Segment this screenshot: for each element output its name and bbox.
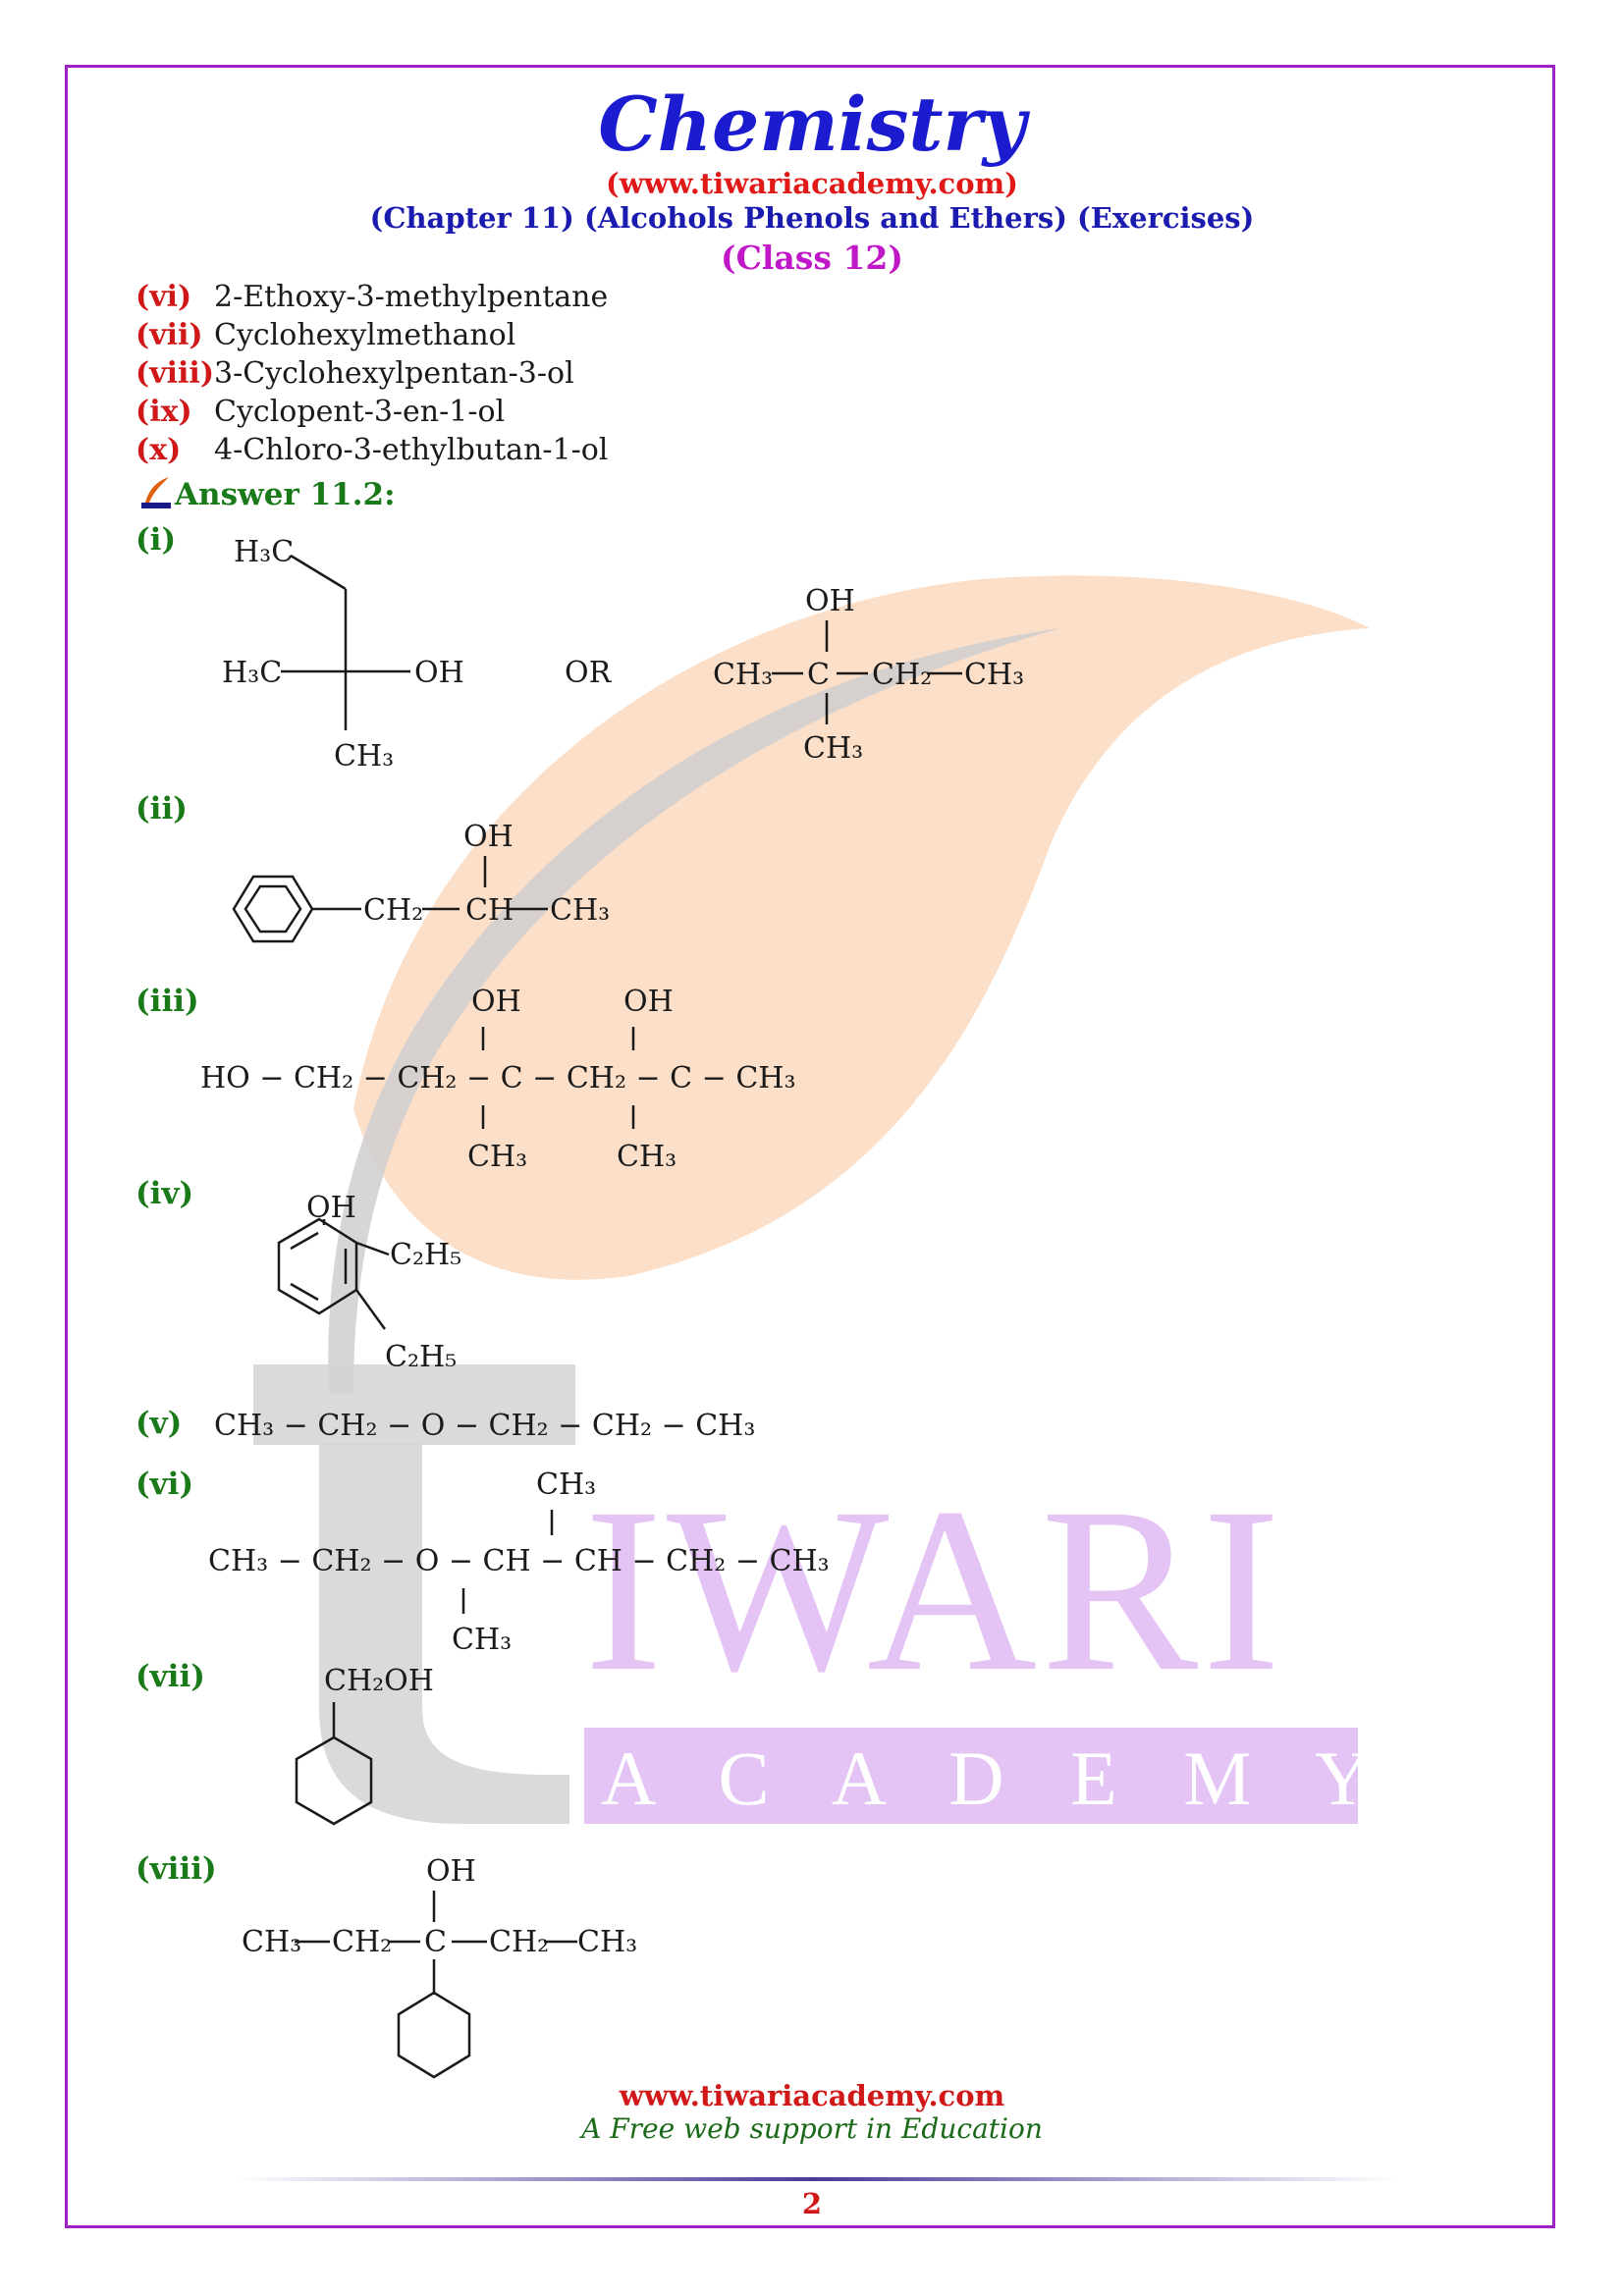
header-website[interactable]: (www.tiwariacademy.com) [606,167,1018,200]
part-label-iii: (iii) [135,984,199,1019]
structure-vi: CH₃ CH₃ − CH₂ − O − CH − CH − CH₂ − CH₃ … [208,1468,830,1657]
label-ch2: CH₂ [363,893,423,928]
footer-website[interactable]: www.tiwariacademy.com [619,2079,1005,2112]
label-ch3: CH₃ [713,658,773,692]
label-oh: OH [471,985,521,1019]
label-ch3: CH₃ [964,658,1024,692]
label-ch3: CH₃ [242,1925,301,1959]
quill-icon [141,477,171,508]
label-oh: OH [463,820,514,854]
item-number: (ix) [135,395,192,429]
item-number: (vi) [135,280,192,314]
part-label-ii: (ii) [135,791,188,827]
structure-iii: OH OH HO − CH₂ − CH₂ − C − CH₂ − C − CH₃… [200,985,796,1174]
footer-tagline: A Free web support in Education [581,2112,1043,2145]
page-title: Chemistry [598,80,1026,168]
label-h3c-left: H₃C [222,656,282,690]
part-label-vii: (vii) [135,1659,205,1694]
label-ch3: CH₃ [452,1623,512,1657]
part-label-v: (v) [135,1406,183,1441]
list-item: (vi) 2-Ethoxy-3-methylpentane [135,279,608,316]
or-label: OR [565,656,613,690]
item-text: Cyclopent-3-en-1-ol [214,395,506,429]
item-number: (viii) [135,356,215,391]
structure-ii: CH₂ OH CH CH₃ [232,820,610,943]
header-class: (Class 12) [721,239,903,277]
label-oh: OH [805,584,855,618]
structure-v: CH₃ − CH₂ − O − CH₂ − CH₂ − CH₃ [214,1409,755,1443]
header-chapter: (Chapter 11) (Alcohols Phenols and Ether… [369,201,1255,235]
item-text: 3-Cyclohexylpentan-3-ol [214,356,574,391]
item-number: (vii) [135,318,203,352]
part-label-vi: (vi) [135,1467,194,1502]
list-item: (viii)3-Cyclohexylpentan-3-ol [135,355,574,393]
label-c2h5: C₂H₅ [385,1340,457,1374]
answer-heading: Answer 11.2: [175,477,396,512]
structure-i-condensed: OH CH₃ C CH₂ CH₃ CH₃ [713,584,1024,766]
part-label-i: (i) [135,522,177,558]
list-item: (ix) Cyclopent-3-en-1-ol [135,394,505,431]
structure-vii: CH₂OH [295,1664,434,1826]
label-ch3: CH₃ [617,1140,677,1174]
label-ch2: CH₂ [489,1925,549,1959]
label-ch2: CH₂ [332,1925,392,1959]
label-ch: CH [465,893,514,928]
item-text: 2-Ethoxy-3-methylpentane [214,280,609,314]
label-c: C [807,658,830,692]
structure-i-skeletal: H₃C H₃C OH CH₃ [222,535,464,774]
label-c2h5: C₂H₅ [390,1238,461,1272]
label-oh: OH [306,1191,356,1225]
item-number: (x) [135,433,182,467]
item-text: 4-Chloro-3-ethylbutan-1-ol [214,433,609,467]
list-item: (vii) Cyclohexylmethanol [135,317,515,354]
label-ch2: CH₂ [872,658,932,692]
chain-text: HO − CH₂ − CH₂ − C − CH₂ − C − CH₃ [200,1061,796,1095]
chain-text: CH₃ − CH₂ − O − CH − CH − CH₂ − CH₃ [208,1544,830,1578]
footer-divider [236,2177,1394,2181]
label-oh: OH [414,656,464,690]
structure-viii: OH CH₃ CH₂ C CH₂ CH₃ [242,1854,637,2079]
structure-iv: OH C₂H₅ C₂H₅ [277,1191,461,1374]
label-ch3-bottom: CH₃ [334,739,394,774]
label-oh: OH [426,1854,476,1889]
label-ch3: CH₃ [467,1140,527,1174]
label-ch3: CH₃ [536,1468,596,1502]
page-number: 2 [801,2187,823,2220]
item-text: Cyclohexylmethanol [214,318,516,352]
label-ch3: CH₃ [577,1925,637,1959]
label-c: C [424,1925,447,1959]
label-ch3: CH₃ [550,893,610,928]
part-label-viii: (viii) [135,1851,217,1887]
label-ch3: CH₃ [803,731,863,766]
list-item: (x) 4-Chloro-3-ethylbutan-1-ol [135,432,608,469]
part-label-iv: (iv) [135,1176,194,1211]
label-oh: OH [623,985,674,1019]
page-border [65,65,1555,2228]
label-ch2oh: CH₂OH [324,1664,434,1698]
label-h3c-top: H₃C [234,535,294,569]
